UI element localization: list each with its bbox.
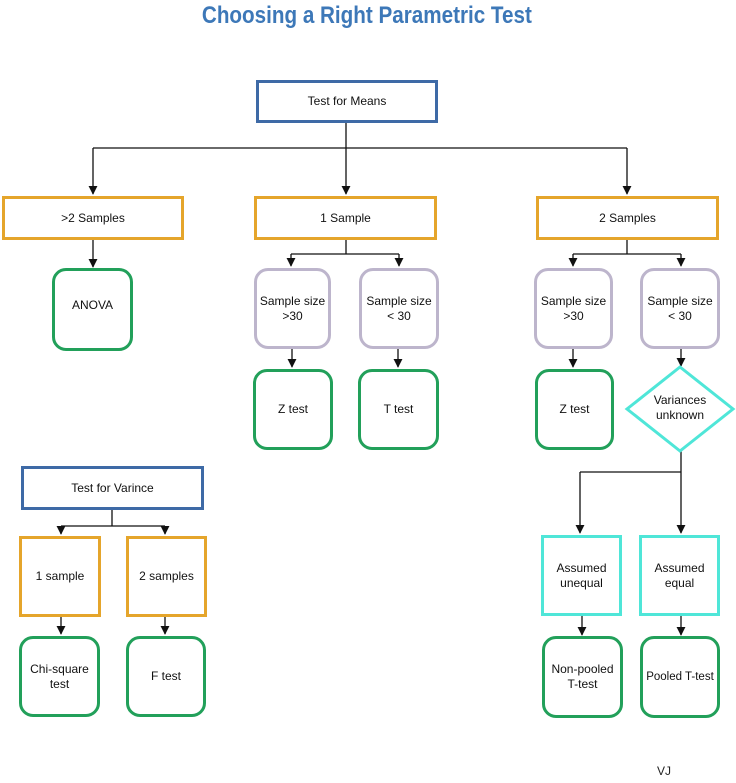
one-sample-size-lt30-box: Sample size < 30 — [359, 268, 439, 349]
assumed-equal-box: Assumed equal — [639, 535, 720, 616]
test-for-means-box: Test for Means — [256, 80, 438, 123]
z-test-2-label: Z test — [559, 402, 590, 416]
f-test-label: F test — [150, 669, 181, 683]
var-1-sample-label: 1 sample — [35, 569, 85, 583]
two-sample-size-lt30-box: Sample size < 30 — [640, 268, 720, 349]
assumed-equal-label: Assumed equal — [654, 560, 705, 590]
z-test-1-label: Z test — [277, 402, 308, 416]
test-for-variance-label: Test for Varince — [71, 480, 154, 495]
var-1-sample-box: 1 sample — [19, 536, 101, 617]
one-sample-size-gt30-box: Sample size >30 — [254, 268, 331, 349]
t-test-label: T test — [383, 402, 414, 416]
assumed-unequal-label: Assumed unequal — [556, 560, 607, 590]
t-test-box: T test — [358, 369, 439, 450]
two-sample-size-lt30-label: Sample size < 30 — [647, 293, 713, 323]
pooled-t-test-label: Pooled T-test — [646, 670, 714, 683]
two-samples-box: 2 Samples — [536, 196, 719, 240]
test-for-means-label: Test for Means — [307, 94, 387, 108]
chi-square-test-box: Chi-square test — [19, 636, 100, 717]
variances-unknown-label: Variances unknown — [653, 393, 707, 422]
author-initials: VJ — [657, 764, 672, 778]
two-samples-label: 2 Samples — [599, 210, 656, 225]
two-sample-size-gt30-label: Sample size >30 — [540, 293, 607, 323]
assumed-unequal-box: Assumed unequal — [541, 535, 622, 616]
z-test-1-box: Z test — [253, 369, 333, 450]
test-for-variance-box: Test for Varince — [21, 466, 204, 510]
gt2-samples-box: >2 Samples — [2, 196, 184, 240]
one-sample-label: 1 Sample — [320, 210, 371, 225]
non-pooled-t-test-label: Non-pooled T-test — [551, 662, 614, 691]
one-sample-size-gt30-label: Sample size >30 — [259, 293, 326, 323]
pooled-t-test-box: Pooled T-test — [640, 636, 720, 718]
anova-box: ANOVA — [52, 268, 133, 351]
variances-unknown-diamond — [624, 365, 736, 453]
var-2-samples-label: 2 samples — [139, 569, 194, 583]
anova-label: ANOVA — [71, 298, 114, 312]
one-sample-size-lt30-label: Sample size < 30 — [366, 293, 432, 323]
gt2-samples-label: >2 Samples — [61, 210, 125, 225]
var-2-samples-box: 2 samples — [126, 536, 207, 617]
two-sample-size-gt30-box: Sample size >30 — [534, 268, 613, 349]
z-test-2-box: Z test — [535, 369, 614, 450]
chi-square-test-label: Chi-square test — [30, 661, 89, 691]
diagram-title: Choosing a Right Parametric Test — [201, 2, 532, 29]
non-pooled-t-test-box: Non-pooled T-test — [542, 636, 623, 718]
f-test-box: F test — [126, 636, 206, 717]
one-sample-box: 1 Sample — [254, 196, 437, 240]
